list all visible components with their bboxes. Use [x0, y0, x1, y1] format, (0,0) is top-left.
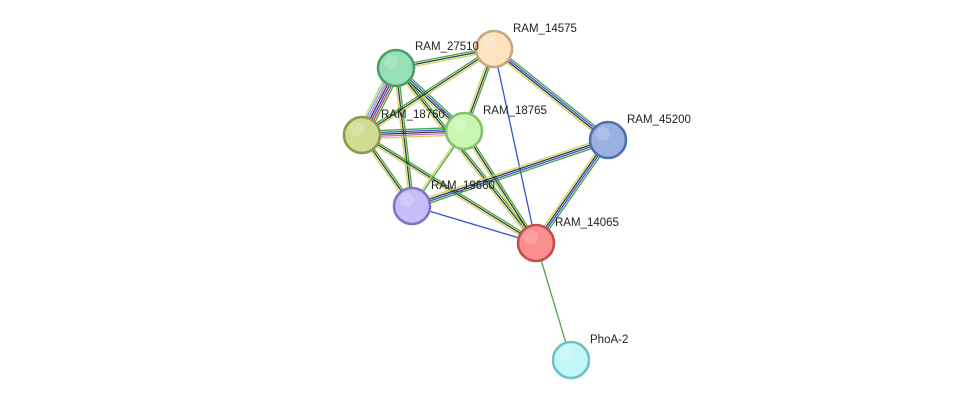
node-ram-18760[interactable]	[342, 115, 382, 155]
edge-strand-textmining	[410, 136, 608, 204]
node-highlight	[350, 122, 364, 136]
edge-strand-textmining	[362, 50, 496, 138]
node-highlight	[400, 193, 414, 207]
edge-ram-18765-ram-14065[interactable]	[461, 129, 539, 245]
node-phoa-2[interactable]	[551, 340, 591, 380]
edge-strand-textmining	[533, 137, 607, 242]
node-label-ram-19660: RAM_19660	[431, 180, 495, 192]
node-highlight	[596, 127, 610, 141]
edge-strand-textmining	[491, 50, 607, 143]
edge-strand-neighborhood	[412, 142, 610, 210]
node-label-ram-27510: RAM_27510	[415, 41, 479, 53]
edge-ram-45200-ram-19660[interactable]	[410, 136, 610, 210]
edge-ram-14575-ram-14065[interactable]	[493, 48, 537, 244]
node-label-phoa-2: PhoA-2	[590, 334, 628, 346]
edge-strand-coexpression	[534, 139, 608, 243]
edge-strand-cooccurrence	[536, 140, 610, 244]
node-ram-19660[interactable]	[392, 186, 432, 226]
node-highlight	[559, 347, 573, 361]
edge-strand-coexpression	[411, 138, 608, 206]
edge-strand-cooccurrence	[412, 140, 609, 208]
node-ram-27510[interactable]	[376, 48, 416, 88]
edge-ram-45200-ram-14065[interactable]	[533, 137, 611, 246]
edge-strand-cooccurrence	[493, 48, 537, 244]
node-highlight	[482, 36, 496, 50]
node-label-ram-45200: RAM_45200	[627, 114, 691, 126]
node-ram-14575[interactable]	[474, 29, 514, 69]
edge-strand-neighborhood	[495, 46, 611, 139]
edge-strand-cooccurrence	[494, 47, 609, 140]
edge-strand-neighborhood	[360, 46, 494, 134]
edge-ram-14065-phoa-2[interactable]	[535, 242, 572, 361]
nodes-layer	[342, 29, 628, 380]
node-label-ram-18765: RAM_18765	[483, 105, 547, 117]
edge-strand-coexpression	[493, 49, 608, 142]
node-ram-18765[interactable]	[444, 111, 484, 151]
edge-strand-cooccurrence	[411, 205, 537, 244]
edge-strand-textmining	[461, 131, 535, 245]
node-ram-45200[interactable]	[588, 120, 628, 160]
edge-strand-neighborhood	[465, 129, 539, 243]
edge-ram-14575-ram-45200[interactable]	[491, 46, 611, 143]
edge-strand-neighborhood	[537, 141, 611, 246]
edge-strand-neighborhood	[535, 242, 572, 361]
edge-strand-neighborhood	[362, 132, 538, 242]
edge-strand-coexpression	[361, 48, 495, 136]
edge-strand-coexpression	[463, 130, 537, 244]
node-label-ram-14575: RAM_14575	[513, 23, 577, 35]
node-highlight	[524, 230, 538, 244]
edge-ram-19660-ram-14065[interactable]	[411, 205, 537, 244]
node-label-ram-18760: RAM_18760	[381, 109, 445, 121]
node-highlight	[384, 55, 398, 69]
edge-strand-coexpression	[361, 134, 537, 244]
node-label-ram-14065: RAM_14065	[555, 217, 619, 229]
node-ram-14065[interactable]	[516, 223, 556, 263]
node-highlight	[452, 118, 466, 132]
edge-ram-18760-ram-14575[interactable]	[360, 46, 496, 138]
